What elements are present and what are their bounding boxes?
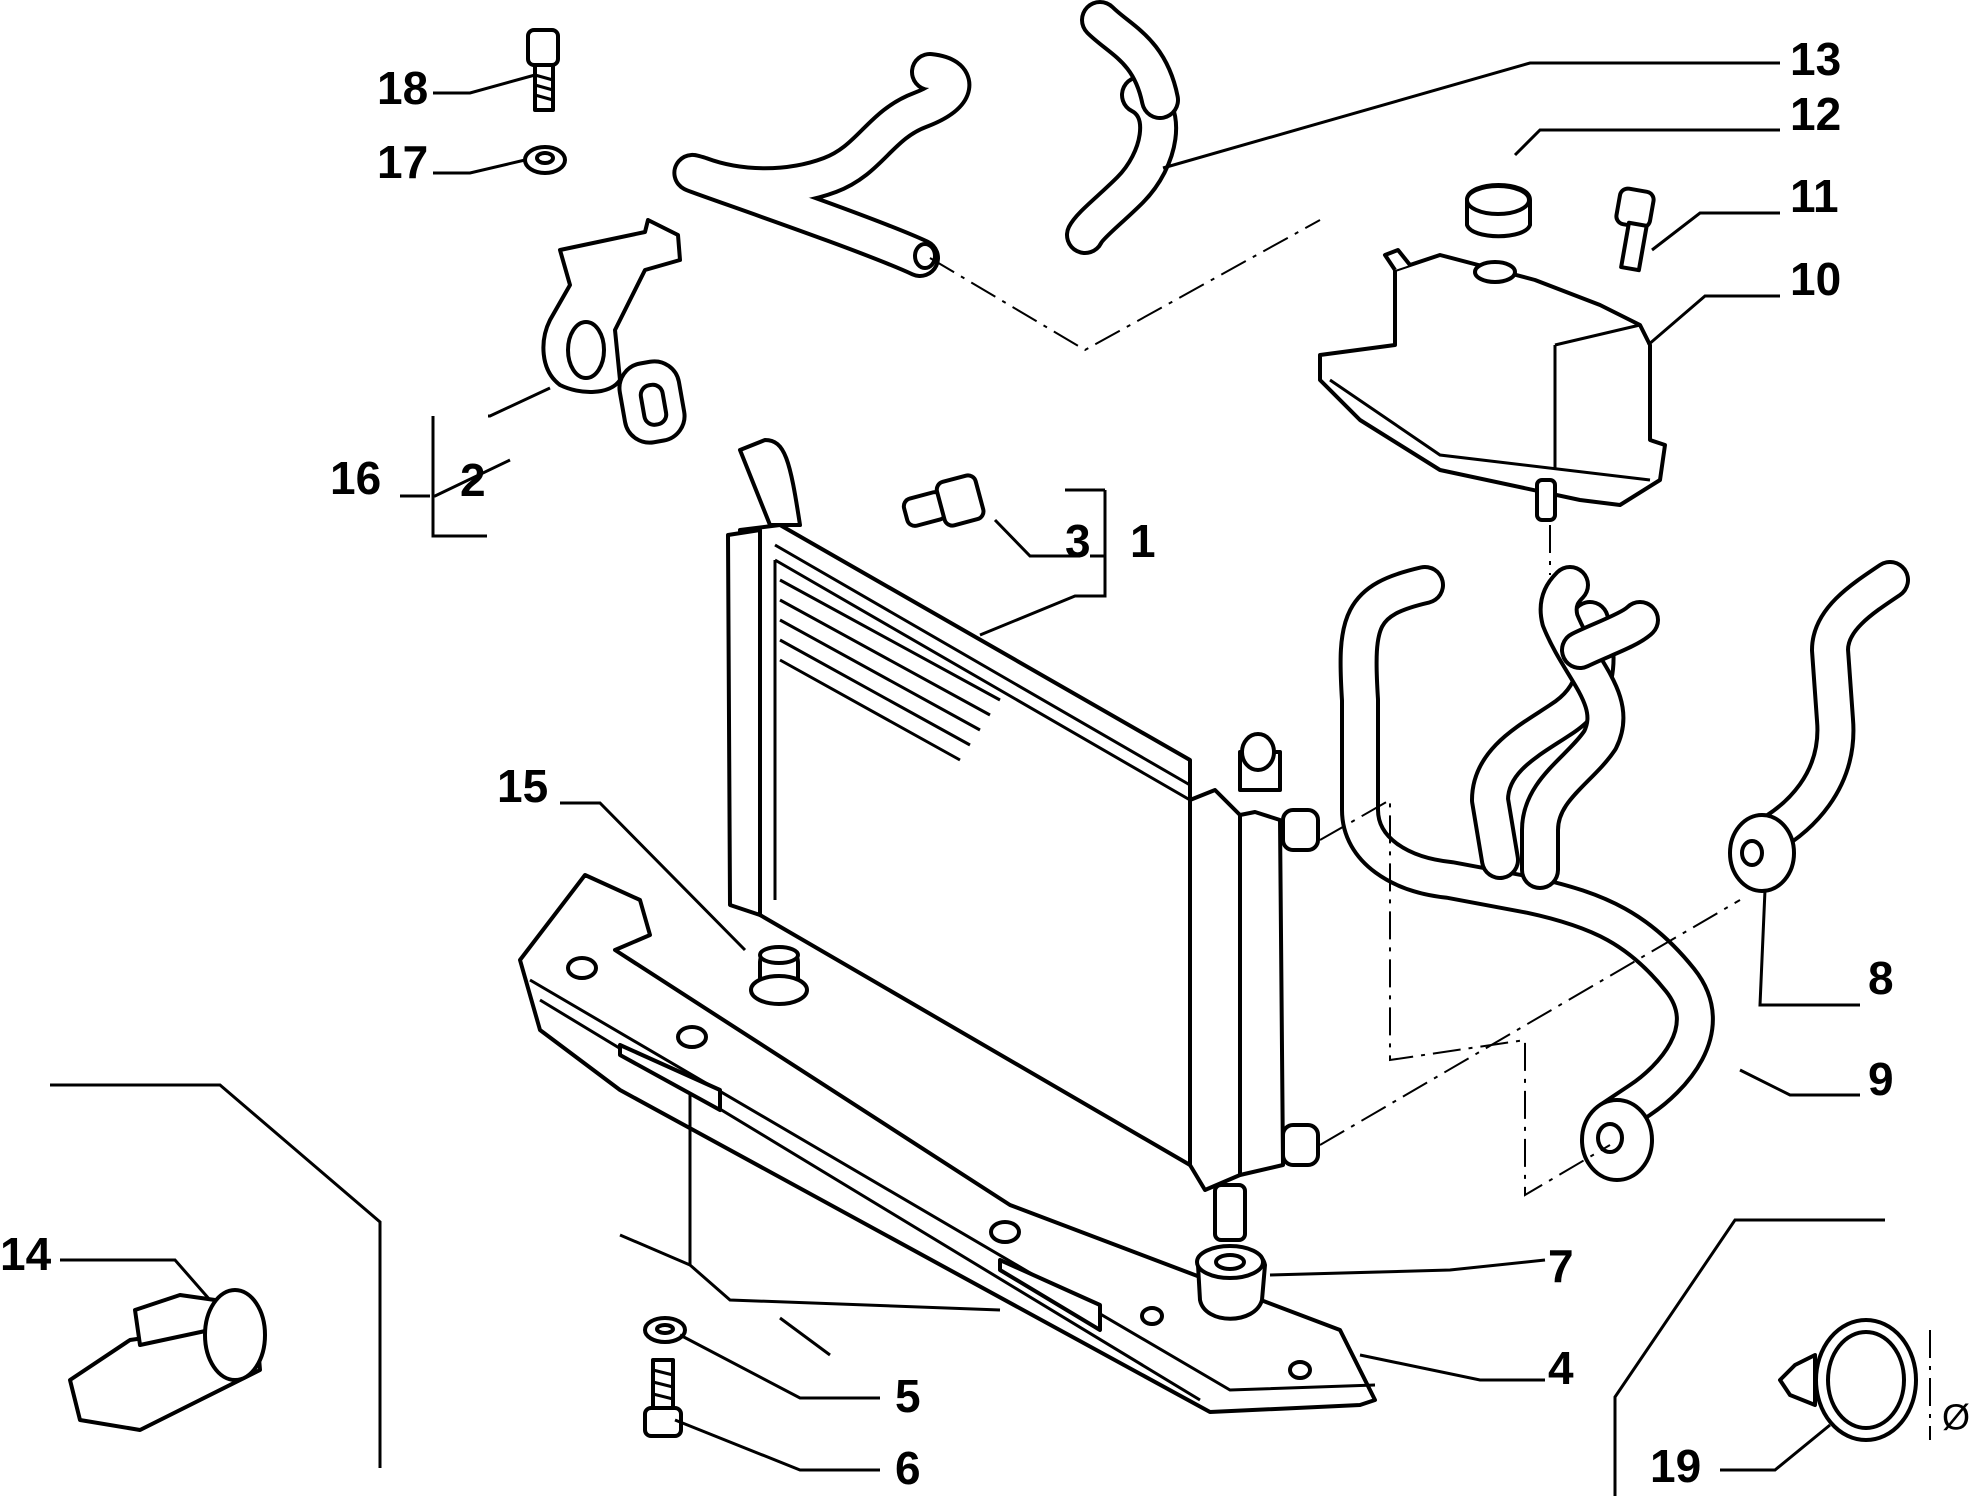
- label-17: 17: [377, 136, 428, 188]
- part-5-washer: [643, 1316, 687, 1344]
- diameter-symbol: Ø: [1942, 1397, 1970, 1438]
- label-2: 2: [460, 454, 486, 506]
- label-16: 16: [330, 452, 381, 504]
- part-16-bracket: [541, 218, 682, 394]
- part-8-upper-hose: [1728, 560, 1910, 893]
- label-19: 19: [1650, 1440, 1701, 1492]
- label-9: 9: [1868, 1053, 1894, 1105]
- callout-labels: 13 12 11 10 18 17 16 2 3 1 15 8 9 7 4 5 …: [0, 33, 1970, 1494]
- label-10: 10: [1790, 253, 1841, 305]
- leader-lines: [50, 61, 1885, 1496]
- label-14: 14: [0, 1228, 52, 1280]
- label-1: 1: [1130, 515, 1156, 567]
- label-13: 13: [1790, 33, 1841, 85]
- label-8: 8: [1868, 952, 1894, 1004]
- part-4-lower-crossmember: [518, 873, 1377, 1414]
- part-12-cap: [1465, 183, 1532, 239]
- part-14-clip: [68, 1288, 267, 1432]
- label-18: 18: [377, 62, 428, 114]
- part-18-bolt: [526, 28, 560, 112]
- alignment-lines: [929, 219, 1931, 1440]
- part-1-radiator: [726, 438, 1320, 1242]
- label-12: 12: [1790, 88, 1841, 140]
- label-15: 15: [497, 760, 548, 812]
- part-17-washer: [523, 145, 567, 175]
- label-6: 6: [895, 1442, 921, 1494]
- label-7: 7: [1548, 1240, 1574, 1292]
- part-10-expansion-tank: [1318, 248, 1667, 522]
- part-3-temperature-sensor: [901, 473, 986, 528]
- part-19-hose-clamp: [1778, 1318, 1918, 1442]
- label-11: 11: [1790, 170, 1839, 222]
- part-7-bush: [1195, 1244, 1267, 1321]
- part-9-lower-hose: [1338, 565, 1715, 1182]
- part-11-bolt: [1614, 186, 1656, 273]
- part-6-bolt: [643, 1358, 683, 1438]
- part-15-plug: [749, 945, 809, 1006]
- label-3: 3: [1065, 515, 1091, 567]
- label-4: 4: [1548, 1342, 1574, 1394]
- label-5: 5: [895, 1370, 921, 1422]
- part-13-hose: [672, 0, 1180, 278]
- part-2-rubber-mount: [617, 359, 687, 445]
